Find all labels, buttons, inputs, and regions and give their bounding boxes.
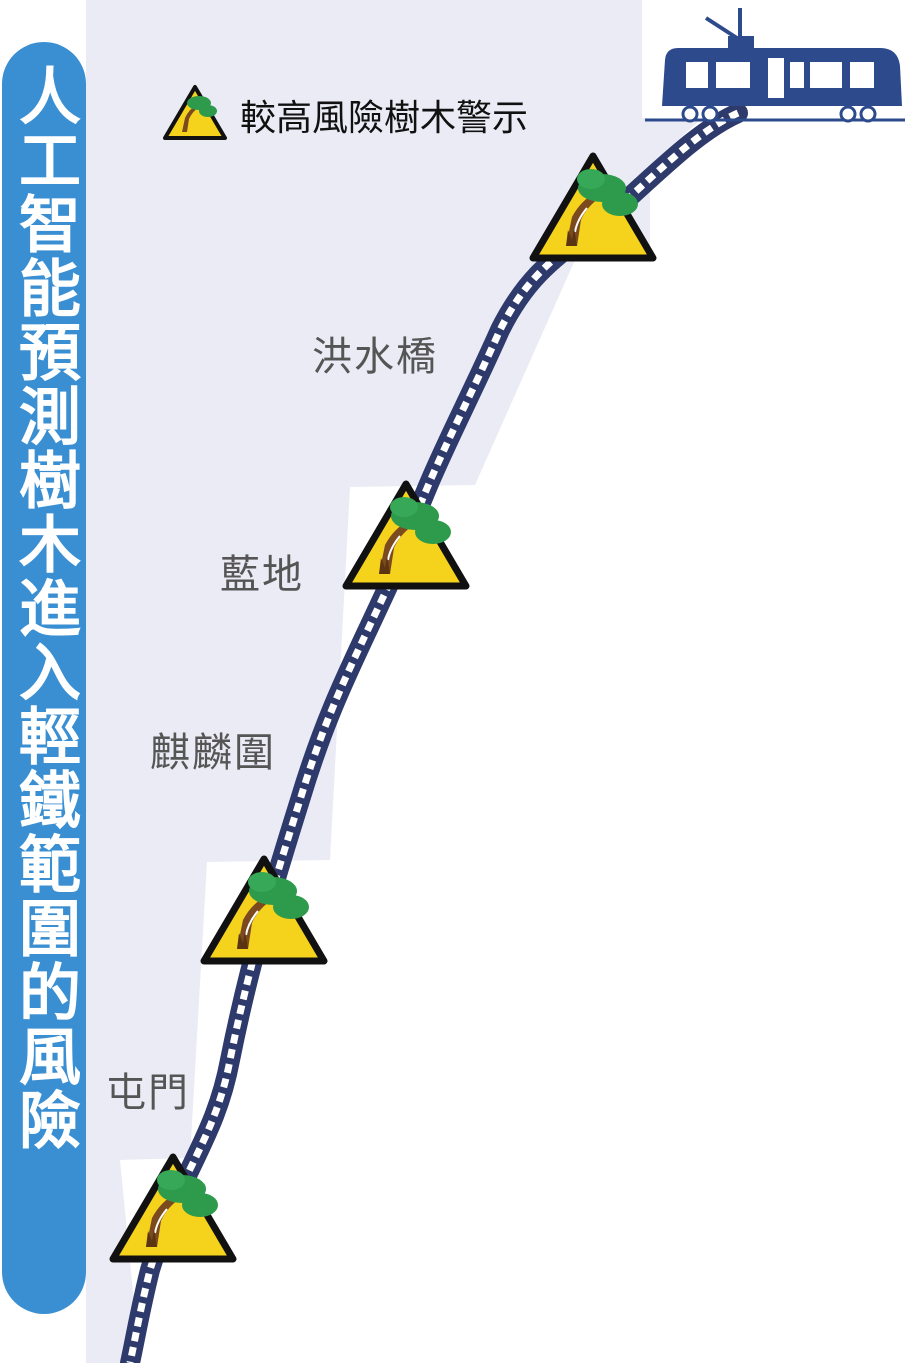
station-label: 藍地 bbox=[220, 552, 304, 598]
fallen-tree-warning-icon bbox=[346, 484, 466, 586]
fallen-tree-warning-icon bbox=[113, 1157, 233, 1259]
title-bar: 人工智能預測樹木進入輕鐵範圍的風險 bbox=[2, 42, 86, 1314]
route-panel bbox=[86, 0, 700, 1363]
station-label: 麒麟圍 bbox=[150, 730, 276, 776]
station-label: 屯門 bbox=[106, 1070, 190, 1116]
legend: 較高風險樹木警示 bbox=[160, 82, 528, 148]
page-title: 人工智能預測樹木進入輕鐵範圍的風險 bbox=[8, 64, 81, 1152]
fallen-tree-warning-icon bbox=[163, 85, 227, 140]
legend-label: 較高風險樹木警示 bbox=[240, 98, 529, 139]
fallen-tree-warning-icon bbox=[204, 859, 324, 961]
station-label: 洪水橋 bbox=[312, 334, 438, 380]
light-rail-tram-icon bbox=[645, 8, 905, 123]
